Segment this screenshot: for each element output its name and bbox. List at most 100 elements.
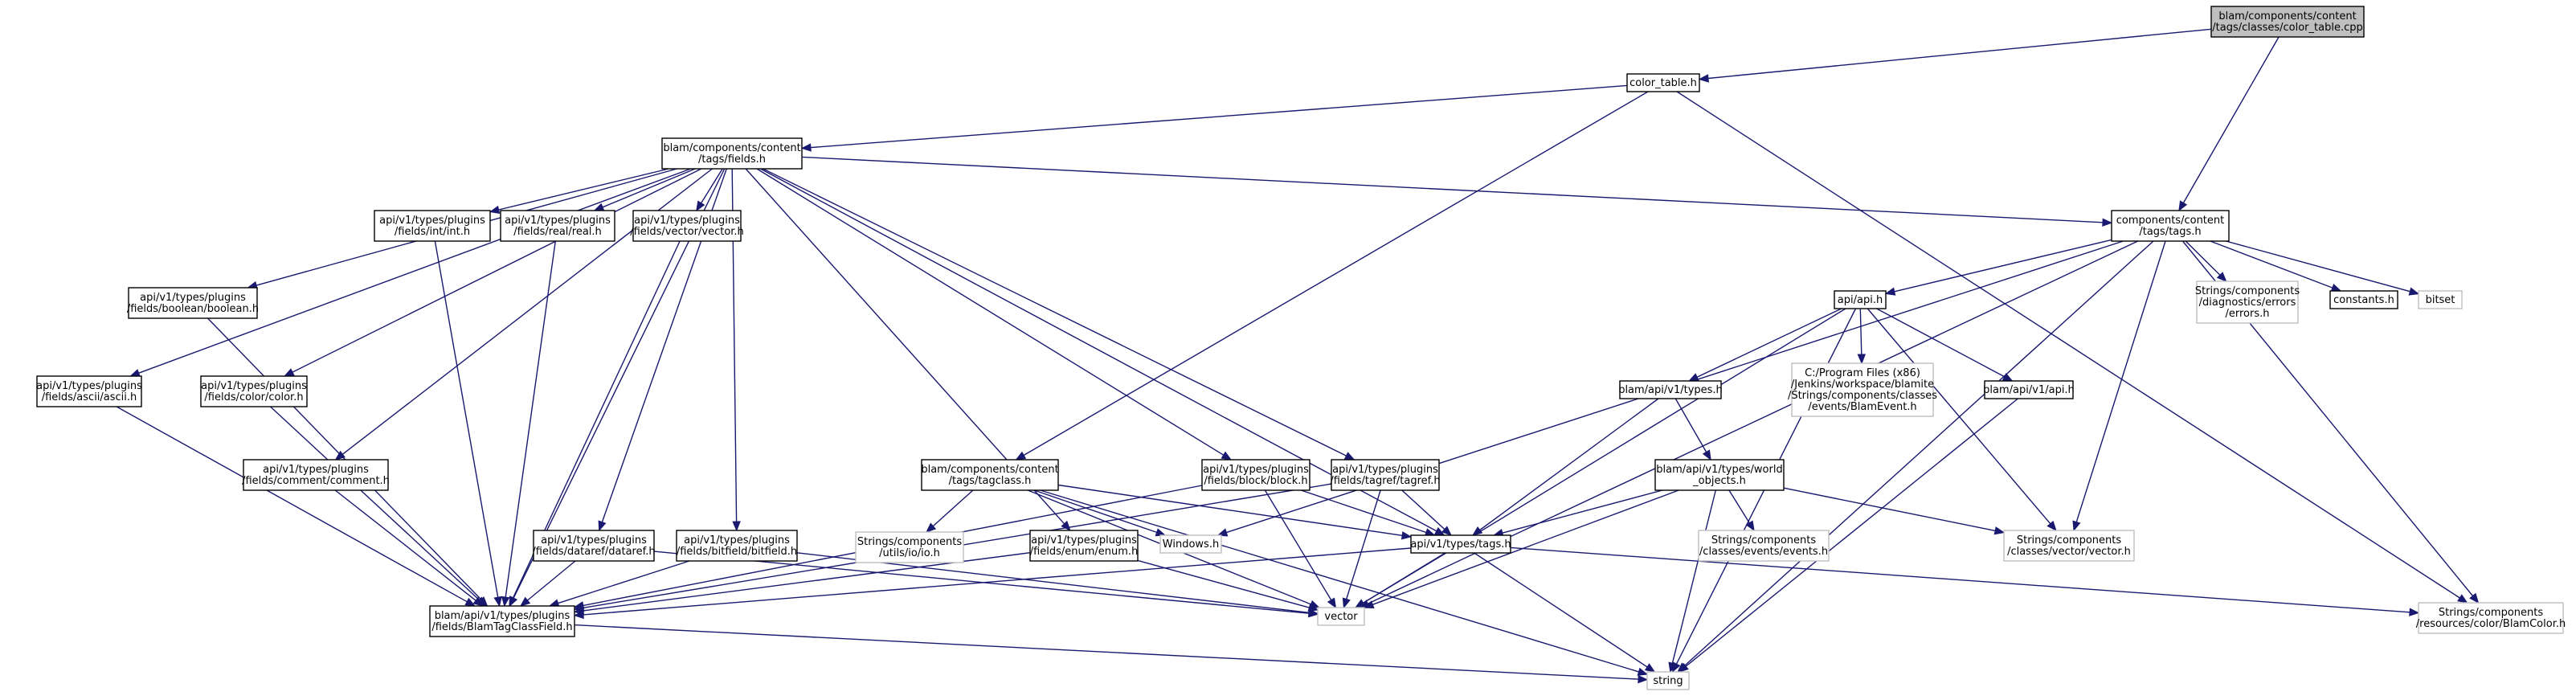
edge-line <box>1683 240 2154 667</box>
node-box <box>374 210 491 242</box>
node-tagref-h[interactable]: api/v1/types/plugins/fields/tagref/tagre… <box>1330 459 1441 491</box>
node-label-line: /Jenkins/workspace/blamite <box>1791 379 1934 391</box>
edge-line <box>1676 91 2460 599</box>
arrowhead-icon <box>2002 373 2014 382</box>
node-box <box>2196 280 2299 324</box>
node-int-h[interactable]: api/v1/types/plugins/fields/int/int.h <box>374 210 491 242</box>
node-block-h[interactable]: api/v1/types/plugins/fields/block/block.… <box>1201 459 1310 491</box>
edge-color_table_h-to-tagclass_h <box>1015 91 1649 461</box>
node-types-h[interactable]: blam/api/v1/types.h <box>1618 380 1723 399</box>
node-dataref-h[interactable]: api/v1/types/plugins/fields/dataref/data… <box>532 530 656 562</box>
node-errors-h[interactable]: Strings/components/diagnostics/errors/er… <box>2195 280 2300 324</box>
edge-line <box>138 168 691 374</box>
node-label-line: /classes/vector/vector.h <box>2007 546 2131 558</box>
node-label-line: /fields/color/color.h <box>204 391 303 403</box>
node-label-line: /fields/BlamTagClassField.h <box>431 621 572 633</box>
arrowhead-icon <box>1637 667 1649 676</box>
node-enum-h[interactable]: api/v1/types/plugins/fields/enum/enum.h <box>1029 530 1139 562</box>
node-box <box>1984 380 2074 399</box>
edge-line <box>1696 308 1842 378</box>
node-label-line: api/v1/types/tags.h <box>1410 538 1511 551</box>
node-label-line: /fields/block/block.h <box>1204 475 1307 487</box>
node-windows-h[interactable]: Windows.h <box>1159 534 1222 554</box>
arrowhead-icon <box>1363 600 1375 609</box>
node-color-table-h[interactable]: color_table.h <box>1626 73 1700 92</box>
node-label-line: /tags/fields.h <box>698 154 766 166</box>
edge-line <box>932 489 974 527</box>
node-string-std[interactable]: string <box>1646 671 1690 690</box>
edge-line <box>116 406 468 603</box>
edge-line <box>270 406 480 601</box>
node-vector-field-h[interactable]: api/v1/types/plugins/fields/vector/vecto… <box>630 210 744 242</box>
node-bitfield-h[interactable]: api/v1/types/plugins/fields/bitfield/bit… <box>676 530 798 562</box>
node-world-objects-h[interactable]: blam/api/v1/types/world_objects.h <box>1654 459 1785 491</box>
node-label-line: /events/BlamEvent.h <box>1808 401 1916 413</box>
node-blamevent-h[interactable]: C:/Program Files (x86)/Jenkins/workspace… <box>1788 362 1937 417</box>
edge-fields_h-to-block_h <box>756 168 1233 461</box>
edge-line <box>763 168 1347 456</box>
edge-tagref_h-to-vector_std <box>1342 489 1381 609</box>
node-comment-h[interactable]: api/v1/types/plugins/fields/comment/comm… <box>242 459 390 491</box>
node-label-line: Strings/components <box>2017 534 2121 546</box>
edge-api_tags_h-to-blamtagclassfield_h <box>573 547 1412 620</box>
node-fields-h[interactable]: blam/components/content/tags/fields.h <box>661 137 803 170</box>
arrowhead-icon <box>2178 200 2188 212</box>
edge-line <box>1040 489 1639 673</box>
edge-dataref_h-to-blamtagclassfield_h <box>519 560 576 607</box>
node-io-h[interactable]: Strings/components/utils/io/io.h <box>855 531 964 563</box>
node-label-line: api/v1/types/plugins <box>541 534 647 546</box>
node-label-line: Strings/components <box>857 536 962 548</box>
edge-world_objects_h-to-events_h <box>1728 489 1755 532</box>
node-box <box>661 137 803 170</box>
node-ascii-h[interactable]: api/v1/types/plugins/fields/ascii/ascii.… <box>36 375 142 407</box>
node-classes-vector-h[interactable]: Strings/components/classes/vector/vector… <box>2003 530 2135 562</box>
edge-api_v1_api_h-to-string_std <box>1678 398 2018 673</box>
node-boolean-h[interactable]: api/v1/types/plugins/fields/boolean/bool… <box>127 287 259 319</box>
node-blamcolor-h[interactable]: Strings/components/resources/color/BlamC… <box>2416 602 2566 634</box>
node-constants-h[interactable]: constants.h <box>2329 290 2398 309</box>
node-api-tags-h[interactable]: api/v1/types/tags.h <box>1410 534 1511 554</box>
node-bitset-std[interactable]: bitset <box>2418 290 2463 309</box>
node-label-line: components/content <box>2116 215 2224 227</box>
node-api-v1-api-h[interactable]: blam/api/v1/api.h <box>1983 380 2075 399</box>
node-vector-std[interactable]: vector <box>1317 607 1365 626</box>
node-label-line: /fields/dataref/dataref.h <box>532 546 655 558</box>
node-api-h[interactable]: api/api.h <box>1834 290 1887 309</box>
edge-color_h-to-blamtagclassfield_h <box>270 406 487 607</box>
arrowhead-icon <box>519 596 531 607</box>
arrowhead-icon <box>2072 520 2081 532</box>
edge-tags_tags_h-to-classes_vector_h <box>2072 240 2166 532</box>
node-label-line: api/v1/types/plugins <box>505 215 611 227</box>
node-label-line: string <box>1653 675 1683 687</box>
arrowhead-icon <box>696 200 705 212</box>
node-color-h[interactable]: api/v1/types/plugins/fields/color/color.… <box>200 375 308 407</box>
node-label-line: api/v1/types/plugins <box>1031 534 1137 546</box>
edge-block_h-to-vector_std <box>1264 489 1337 609</box>
node-label-line: blam/api/v1/types/plugins <box>435 610 570 622</box>
node-label-line: api/v1/types/plugins <box>634 215 740 227</box>
arrowhead-icon <box>1668 661 1677 673</box>
arrowhead-icon <box>1471 526 1483 536</box>
node-real-h[interactable]: api/v1/types/plugins/fields/real/real.h <box>500 210 615 242</box>
edge-tags_tags_h-to-api_h <box>1884 239 2112 296</box>
arrowhead-icon <box>284 368 295 377</box>
edge-line <box>1301 489 1427 534</box>
edge-line <box>801 156 2104 223</box>
node-box <box>128 287 258 319</box>
edge-color_table_h-to-fields_h <box>800 84 1628 152</box>
arrowhead-icon <box>1857 354 1867 365</box>
node-tags-tags-h[interactable]: components/content/tags/tags.h <box>2111 210 2230 242</box>
node-blamtagclassfield-h[interactable]: blam/api/v1/types/plugins/fields/BlamTag… <box>429 605 575 637</box>
edge-line <box>1033 489 1157 534</box>
edge-line <box>292 168 702 373</box>
node-label-line: api/v1/types/plugins <box>684 534 790 546</box>
edge-line <box>2226 240 2410 293</box>
node-label-line: api/v1/types/plugins <box>379 215 485 227</box>
node-label-line: /fields/int/int.h <box>395 226 470 238</box>
node-label-line: /fields/real/real.h <box>513 226 602 238</box>
edge-line <box>1479 398 1659 531</box>
node-tagclass-h[interactable]: blam/components/content/tags/tagclass.h <box>921 459 1059 491</box>
node-events-h[interactable]: Strings/components/classes/events/events… <box>1698 530 1830 562</box>
edge-world_objects_h-to-classes_vector_h <box>1783 487 2006 535</box>
edge-line <box>334 489 476 601</box>
